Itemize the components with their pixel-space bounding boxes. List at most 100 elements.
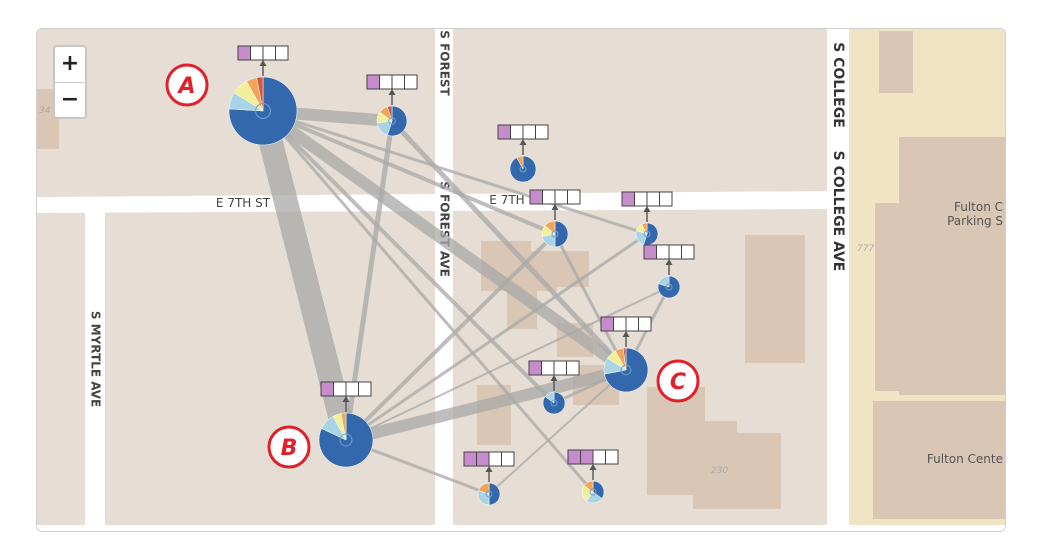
node-n1[interactable] [366, 74, 418, 137]
callout-c-label: C [670, 370, 686, 395]
node-center [388, 117, 396, 125]
address-label: 777 [857, 244, 874, 254]
building [899, 137, 1005, 395]
flow-edge [344, 232, 649, 442]
building [875, 203, 903, 391]
node-pointer-head [622, 331, 630, 337]
histogram-cell [567, 449, 581, 465]
pie-slice [544, 391, 555, 404]
node-b[interactable] [318, 381, 374, 468]
histogram-cell [379, 74, 393, 90]
callout-b-label: B [281, 436, 298, 461]
histogram-cell [605, 449, 619, 465]
histogram-cell [535, 124, 549, 140]
zoom-out-button[interactable]: − [55, 82, 85, 118]
node-layer [228, 45, 695, 506]
histogram-cell [522, 124, 536, 140]
node-pointer-head [342, 396, 350, 402]
node-center [665, 283, 673, 291]
node-n7[interactable] [463, 451, 515, 506]
pie-slice [478, 482, 490, 495]
node-n5[interactable] [643, 244, 695, 299]
histogram-cell [600, 316, 614, 332]
place-label: Parking S [947, 214, 1003, 228]
histogram-cell [638, 316, 652, 332]
address-label: 34 [39, 106, 51, 116]
histogram-cell [541, 360, 555, 376]
histogram-cell [391, 74, 405, 90]
network-map[interactable]: E 7TH ST E 7TH S FOREST S FOREST AVE S C… [37, 29, 1005, 531]
node-center [550, 399, 558, 407]
node-n3[interactable] [529, 189, 581, 248]
histogram-cell [554, 189, 568, 205]
histogram-cell [528, 360, 542, 376]
building [745, 235, 805, 363]
node-n8[interactable] [567, 449, 619, 504]
node-pointer-head [643, 206, 651, 212]
callout-c: C [656, 359, 700, 403]
histogram-cell [345, 381, 359, 397]
pie-slice [554, 220, 569, 248]
flow-edge [344, 232, 557, 442]
flow-edge [261, 109, 595, 494]
node-a[interactable] [228, 45, 298, 146]
callout-a: A [165, 63, 209, 107]
node-center [589, 488, 597, 496]
histogram-cell [275, 45, 289, 61]
node-n2[interactable] [497, 124, 549, 183]
histogram-cell [237, 45, 251, 61]
flow-edge [553, 232, 628, 372]
node-center [339, 433, 353, 447]
flow-edge [261, 109, 649, 236]
street-label-e7th-east: E 7TH [489, 193, 524, 207]
histogram-cell [262, 45, 276, 61]
histogram-cell [625, 316, 639, 332]
node-n6[interactable] [528, 360, 580, 415]
histogram-cell [333, 381, 347, 397]
street-label-myrtle: S MYRTLE AVE [89, 311, 103, 407]
building [879, 31, 913, 93]
histogram-cell [567, 189, 581, 205]
node-center [620, 364, 632, 376]
histogram-cell [501, 451, 515, 467]
histogram-cell [542, 189, 556, 205]
histogram-cell [580, 449, 594, 465]
node-center [485, 490, 493, 498]
histogram-cell [656, 244, 670, 260]
node-pointer-head [550, 375, 558, 381]
node-pointer-head [388, 89, 396, 95]
histogram-cell [404, 74, 418, 90]
histogram-cell [681, 244, 695, 260]
node-pointer-head [259, 60, 267, 66]
pie-slice [387, 105, 393, 122]
flow-edge [261, 109, 557, 236]
place-label: Fulton C [954, 200, 1003, 214]
node-n4[interactable] [621, 191, 673, 246]
histogram-cell [621, 191, 635, 207]
histogram-cell [643, 244, 657, 260]
histogram-cell [613, 316, 627, 332]
street-label-forest-mid: S FOREST AVE [438, 181, 452, 277]
callout-a-label: A [176, 74, 195, 99]
histogram-cell [529, 189, 543, 205]
zoom-control: + − [53, 45, 87, 119]
histogram-cell [250, 45, 264, 61]
node-pointer-head [665, 259, 673, 265]
histogram-cell [497, 124, 511, 140]
road-s-myrtle [85, 207, 105, 531]
node-c[interactable] [600, 316, 652, 393]
node-center [551, 230, 559, 238]
histogram-cell [488, 451, 502, 467]
pie-slice [592, 480, 605, 499]
zoom-in-button[interactable]: + [60, 51, 80, 76]
histogram-cell [634, 191, 648, 207]
flow-edge [389, 118, 629, 373]
pie-slice [387, 105, 408, 137]
callout-b: B [267, 425, 311, 469]
map-view[interactable]: E 7TH ST E 7TH S FOREST S FOREST AVE S C… [36, 28, 1006, 532]
flow-edge [257, 105, 632, 376]
node-center [643, 230, 651, 238]
histogram-cell [476, 451, 490, 467]
histogram-cell [358, 381, 372, 397]
histogram-cell [553, 360, 567, 376]
